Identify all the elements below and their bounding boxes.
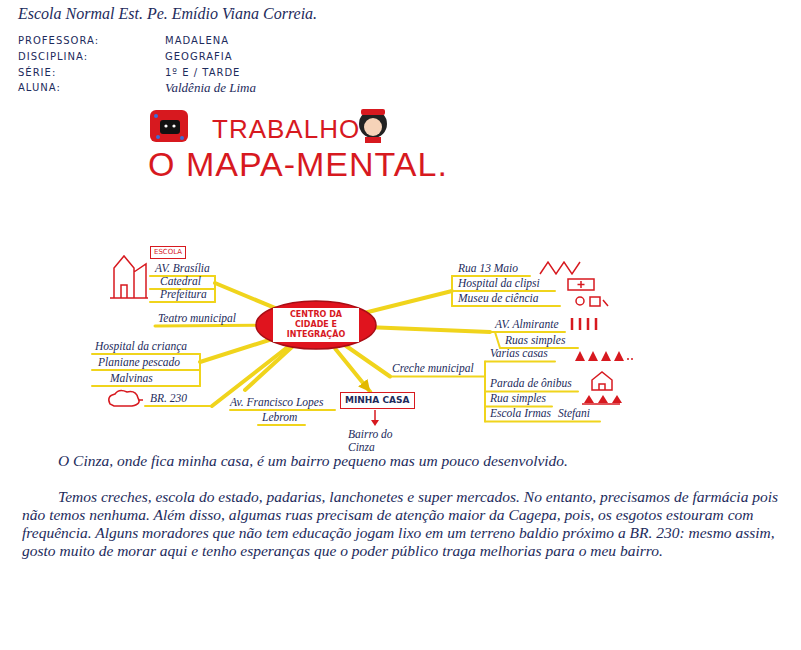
map-label: Hospital da clipsi (458, 277, 540, 290)
map-label: Rua 13 Maio (458, 262, 518, 275)
node-text: ESCOLA (154, 248, 182, 257)
sticker-ground (150, 110, 188, 142)
page-title: O MAPA-MENTAL. (148, 145, 448, 184)
cat-sticker (150, 110, 188, 142)
girl-hair (359, 110, 387, 138)
museum-icon (576, 297, 584, 305)
branch-arrow (335, 349, 370, 392)
map-label: Parada de ônibus (490, 377, 572, 390)
home-arrow (374, 410, 376, 421)
field-value: Valdênia de Lima (165, 80, 256, 95)
map-label: Varias casas (490, 347, 548, 360)
mind-map-branches (92, 276, 600, 425)
underline (452, 276, 560, 306)
dot (631, 358, 633, 360)
ellipse-shape (256, 301, 376, 349)
houses-icon (584, 395, 622, 403)
church-icon (110, 256, 148, 298)
map-label: BR. 230 (150, 392, 187, 405)
field-name: PROFESSORA: (18, 34, 99, 47)
museum-icon (590, 297, 608, 306)
map-label: Lebrom (262, 411, 297, 424)
hospital-icon (568, 279, 594, 290)
underline (145, 405, 212, 407)
field-value: MADALENA (165, 34, 229, 47)
map-label: Stefani (558, 407, 590, 420)
map-label: Planiane pescado (98, 356, 180, 369)
map-label: Teatro municipal (158, 312, 236, 325)
hospital-cross (578, 281, 585, 288)
house-icons (371, 351, 633, 426)
sticker-dot (180, 136, 184, 140)
field-value: 1º E / TARDE (165, 66, 240, 79)
girl-ribbon (361, 109, 385, 115)
bus-stop-icon (592, 372, 612, 390)
field-name: ALUNA: (18, 81, 61, 94)
underline (490, 332, 578, 348)
cloud-icon (109, 390, 143, 406)
girl-dress (365, 137, 381, 143)
street-icon (540, 262, 580, 274)
field-value: GEOGRAFIA (165, 50, 233, 63)
home-arrow-head (371, 420, 379, 426)
map-label: Av. Francisco Lopes (230, 396, 323, 409)
sticker-dot (154, 114, 158, 118)
field-name: SÉRIE: (18, 66, 56, 79)
home-box: MINHA CASA (340, 392, 415, 409)
underline (485, 362, 600, 422)
avenue-icon (572, 318, 596, 330)
node-text: MINHA CASA (345, 395, 410, 406)
central-ellipse: CENTRO DA CIDADE E INTEGRAÇÃO (255, 300, 377, 350)
cat-eye (172, 124, 175, 127)
dot (627, 358, 629, 360)
essay-paragraph: O Cinza, onde fica minha casa, é um bair… (22, 452, 782, 470)
houses-icon (575, 351, 624, 361)
node-text: CENTRO DA CIDADE E INTEGRAÇÃO (273, 308, 359, 342)
cat-eye (164, 124, 167, 127)
map-label: AV. Almirante (495, 318, 559, 331)
map-icons (109, 256, 620, 421)
map-label: Rua simples (490, 392, 546, 405)
underline (230, 410, 335, 425)
map-label: AV. Brasília (155, 262, 210, 275)
underline (92, 354, 200, 386)
map-label: Hospital da criança (95, 340, 187, 353)
girl-sticker (359, 109, 387, 143)
sticker-dot (156, 135, 160, 139)
school-tag: ESCOLA (150, 246, 186, 259)
cat-face (160, 120, 180, 134)
field-name: DISCIPLINA: (18, 50, 88, 63)
school-name: Escola Normal Est. Pe. Emídio Viana Corr… (18, 4, 317, 23)
underline (390, 376, 485, 378)
map-label: Prefeitura (160, 288, 207, 301)
girl-face (364, 118, 382, 136)
map-label: Museu de ciência (458, 292, 538, 305)
map-label: Malvinas (110, 372, 153, 385)
underline (150, 276, 215, 302)
heading-word: TRABALHO (212, 114, 360, 144)
map-label: Catedral (160, 275, 201, 288)
essay-paragraph: Temos creches, escola do estado, padaria… (22, 488, 788, 560)
map-label: Creche municipal (392, 362, 474, 375)
map-label: Escola Irmas (490, 407, 551, 420)
street-line (582, 403, 620, 405)
map-label: Ruas simples (505, 334, 565, 347)
map-label: Bairro do Cinza (348, 428, 412, 454)
